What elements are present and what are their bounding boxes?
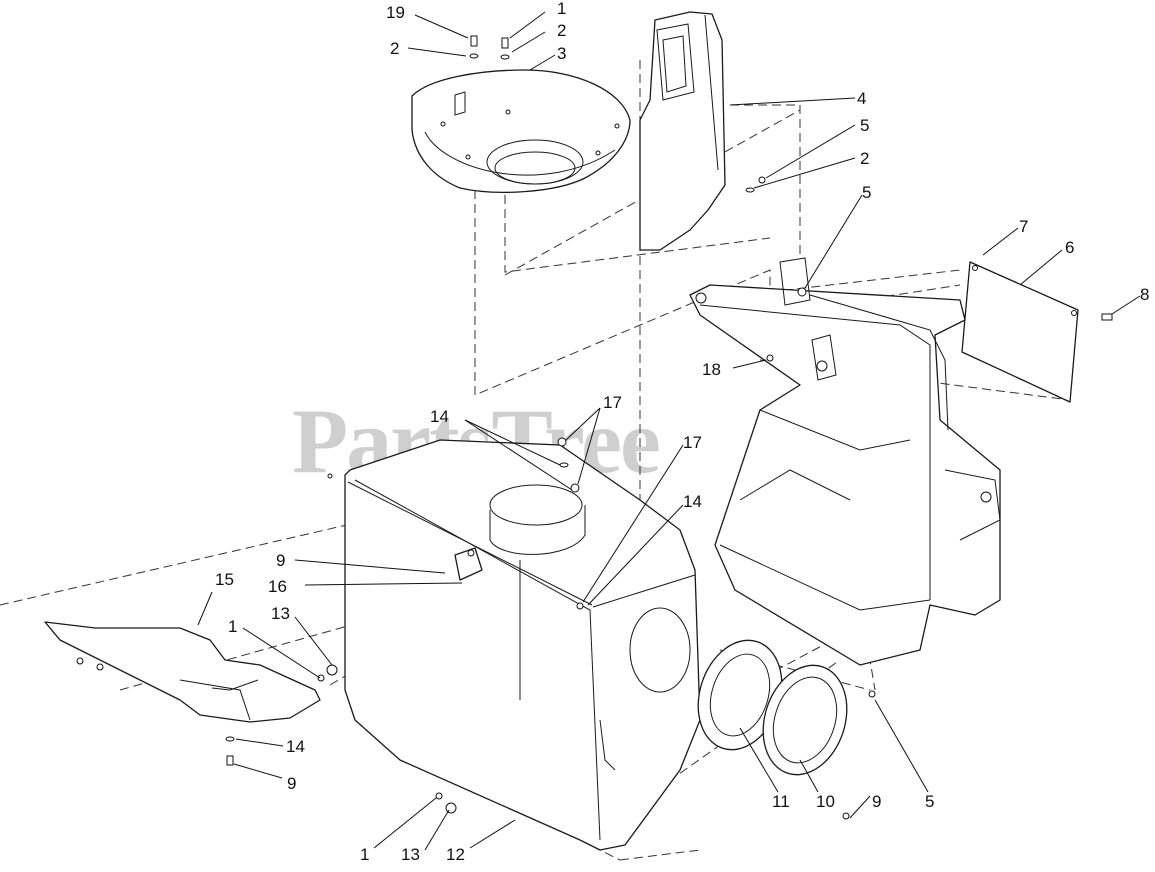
callout-19: 19 (386, 3, 405, 22)
callout-14: 14 (430, 407, 449, 426)
callout-18: 18 (702, 360, 721, 379)
callout-5: 5 (925, 792, 934, 811)
callout-17: 17 (603, 393, 622, 412)
callout-11: 11 (772, 792, 790, 811)
discharge-chute-part-4 (639, 11, 726, 251)
side-plate-part-6 (961, 261, 1079, 403)
callout-labels: 19 1 2 2 3 4 5 2 5 7 6 8 18 14 17 17 14 … (215, 0, 1149, 864)
callout-10: 10 (816, 792, 835, 811)
callout-1: 1 (557, 0, 566, 18)
leader-lines (197, 11, 1141, 851)
callout-7: 7 (1019, 217, 1028, 236)
callout-14: 14 (683, 492, 702, 511)
callout-6: 6 (1065, 238, 1074, 257)
callout-8: 8 (1140, 285, 1149, 304)
callout-16: 16 (268, 577, 287, 596)
callout-12: 12 (446, 845, 465, 864)
bracket-part-16 (454, 547, 483, 581)
ring-part-10 (762, 664, 848, 776)
frame-assembly (689, 257, 1001, 666)
deflector-part-15 (44, 621, 321, 723)
callout-1: 1 (360, 845, 369, 864)
callout-17: 17 (683, 433, 702, 452)
callout-1: 1 (228, 617, 237, 636)
gasket-part-11 (697, 639, 783, 751)
callout-4: 4 (857, 89, 866, 108)
callout-13: 13 (401, 845, 420, 864)
callout-2: 2 (557, 21, 566, 40)
callout-5: 5 (860, 116, 869, 135)
callout-9: 9 (276, 551, 285, 570)
callout-2: 2 (390, 39, 399, 58)
callout-5: 5 (862, 183, 871, 202)
callout-2: 2 (860, 149, 869, 168)
callout-9: 9 (287, 774, 296, 793)
callout-14: 14 (286, 737, 305, 756)
callout-13: 13 (271, 604, 290, 623)
chute-bowl-part-3 (411, 69, 631, 193)
callout-9: 9 (872, 792, 881, 811)
callout-3: 3 (557, 44, 566, 63)
callout-15: 15 (215, 570, 234, 589)
